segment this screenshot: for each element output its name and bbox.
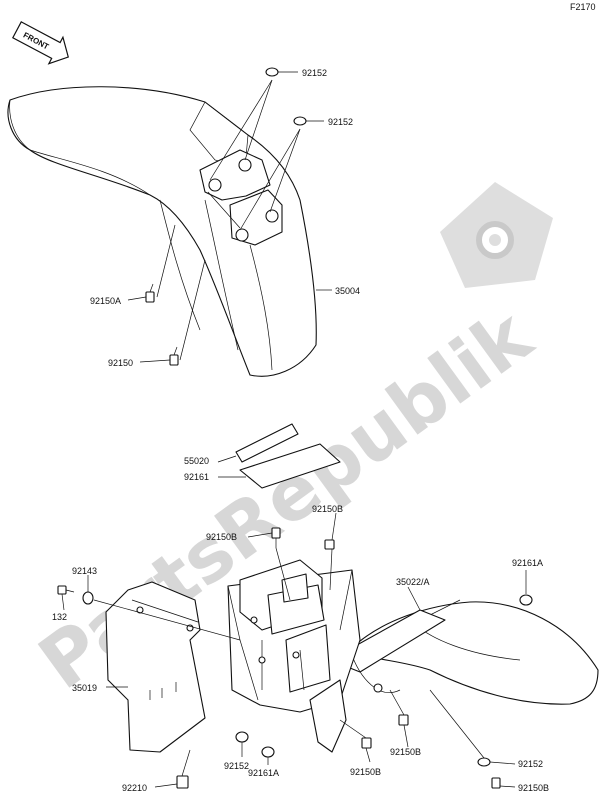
front-badge: FRONT [12, 21, 69, 65]
callout-35022a: 35022/A [396, 577, 430, 587]
callout-92152-a: 92152 [302, 68, 327, 78]
front-fender [7, 86, 317, 377]
callout-92150: 92150 [108, 358, 133, 368]
callout-92152-c: 92152 [224, 761, 249, 771]
upper-leaders [127, 71, 332, 363]
callout-labels: 92152 92152 35004 92150A 92150 55020 921… [52, 68, 549, 793]
callout-92150b-d: 92150B [350, 767, 381, 777]
gear-icon [440, 182, 553, 288]
lower-leaders [61, 512, 527, 788]
mud-flap-35019 [105, 581, 206, 753]
callout-92150b-c: 92150B [390, 747, 421, 757]
rear-bracket-assembly [227, 559, 383, 753]
callout-92150b-a: 92150B [206, 532, 237, 542]
callout-92161: 92161 [184, 472, 209, 482]
callout-92150a: 92150A [90, 296, 121, 306]
figure-code: F2170 [570, 2, 596, 12]
callout-92161a-a: 92161A [512, 558, 543, 568]
callout-92161a-b: 92161A [248, 768, 279, 778]
bolt-92150 [169, 346, 179, 366]
decal-55020 [217, 423, 341, 489]
rear-fender-35022 [329, 599, 599, 705]
callout-92150b-e: 92150B [518, 783, 549, 793]
callout-92210: 92210 [122, 783, 147, 793]
callout-132: 132 [52, 612, 67, 622]
callout-35004: 35004 [335, 286, 360, 296]
bolt-92150a [145, 283, 155, 303]
callout-92150b-b: 92150B [312, 504, 343, 514]
washer-92152-top [265, 67, 307, 126]
callout-92143: 92143 [72, 566, 97, 576]
callout-55020: 55020 [184, 456, 209, 466]
callout-92152-b: 92152 [328, 117, 353, 127]
callout-92152-d: 92152 [518, 759, 543, 769]
callout-35019: 35019 [72, 683, 97, 693]
